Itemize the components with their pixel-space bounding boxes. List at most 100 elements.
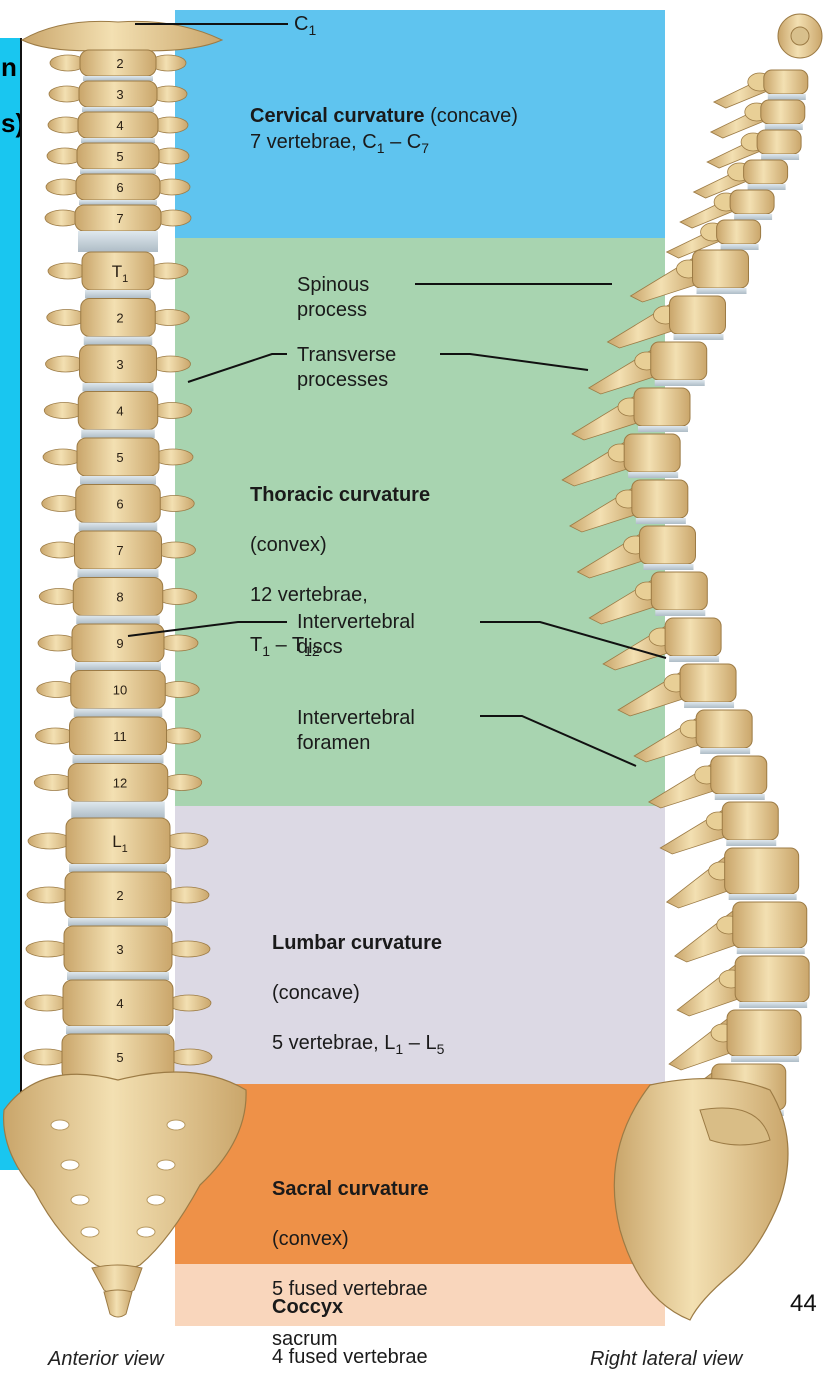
thoracic-vertebra: 12 xyxy=(33,763,203,818)
intervertebral-disc xyxy=(79,200,157,205)
disc-leader-right xyxy=(480,621,667,659)
thoracic-vertebra: 2 xyxy=(46,298,190,345)
vertebra-number: 3 xyxy=(116,357,123,372)
sacral-foramen xyxy=(70,1194,90,1206)
vertebra-number: 4 xyxy=(116,118,123,133)
transverse-process xyxy=(167,1048,213,1066)
lateral-vertebra xyxy=(569,479,689,533)
intervertebral-disc xyxy=(80,476,156,485)
intervertebral-disc xyxy=(83,336,153,345)
lateral-body xyxy=(763,69,809,95)
vertebra-number: 9 xyxy=(116,636,123,651)
vertebra-number-sub: 1 xyxy=(122,273,128,285)
thoracic-vertebra: 6 xyxy=(41,484,195,531)
transverse-process xyxy=(26,886,72,904)
lateral-disc xyxy=(767,94,806,100)
lateral-vertebra xyxy=(561,433,681,487)
lateral-body xyxy=(633,387,691,427)
lateral-body xyxy=(650,341,708,381)
lateral-body xyxy=(669,295,726,335)
sacral-foramen xyxy=(60,1159,80,1171)
lateral-vertebra xyxy=(692,159,789,199)
sacral-label: Sacral curvature (convex) 5 fused verteb… xyxy=(272,1178,429,1350)
vertebra-number: 3 xyxy=(116,942,123,957)
lateral-disc xyxy=(635,518,686,524)
thoracic-vertebra: T1 xyxy=(47,251,189,299)
lateral-body xyxy=(724,847,800,895)
cervical-vertebra: 7 xyxy=(44,204,192,252)
lateral-vertebra xyxy=(665,847,800,909)
lateral-disc xyxy=(747,184,786,190)
intervertebral-disc xyxy=(71,801,165,818)
lateral-disc xyxy=(739,1002,808,1008)
lateral-spine xyxy=(561,13,823,1321)
transverse-process xyxy=(27,832,73,850)
intervertebral-disc xyxy=(77,569,159,578)
vertebra-number: 6 xyxy=(116,180,123,195)
vertebra-number: 5 xyxy=(116,1050,123,1065)
lateral-disc xyxy=(731,1056,800,1062)
thoracic-vertebra: 7 xyxy=(40,530,196,578)
vertebra-number: 10 xyxy=(113,683,127,698)
lateral-body xyxy=(631,479,689,519)
transverse-leader-left xyxy=(187,353,287,383)
vertebra-number: 2 xyxy=(116,311,123,326)
thoracic-vertebra: 11 xyxy=(35,716,201,764)
sacrum xyxy=(2,1071,247,1271)
transverse-leader-right xyxy=(440,353,589,371)
transverse-process xyxy=(165,940,211,958)
lateral-body xyxy=(732,901,808,949)
lateral-body xyxy=(639,525,696,565)
transverse-process xyxy=(163,832,209,850)
lateral-body xyxy=(710,755,768,795)
lateral-body xyxy=(623,433,681,473)
lateral-body xyxy=(743,159,789,185)
transverse-process xyxy=(25,940,71,958)
lateral-body xyxy=(721,801,779,841)
cervical-vertebra: 5 xyxy=(46,142,190,174)
foramen-leader xyxy=(480,715,637,767)
cervical-vertebra: 6 xyxy=(45,173,191,205)
lateral-vertebra xyxy=(679,189,775,229)
vertebra-number: 4 xyxy=(116,996,123,1011)
thoracic-label: Thoracic curvature (convex) 12 vertebrae… xyxy=(250,484,431,659)
lateral-vertebra xyxy=(588,571,708,625)
cervical-label: Cervical curvature (concave) xyxy=(250,105,518,127)
sacral-foramen xyxy=(136,1226,156,1238)
anterior-view-caption: Anterior view xyxy=(48,1348,164,1370)
lateral-disc xyxy=(764,124,803,130)
thoracic-vertebra: 5 xyxy=(42,437,194,485)
lateral-body xyxy=(734,955,810,1003)
lateral-disc xyxy=(728,894,797,900)
c1-label: C1 xyxy=(294,13,317,38)
lateral-disc xyxy=(655,610,706,616)
lateral-vertebra xyxy=(709,99,806,139)
lumbar-vertebra: 2 xyxy=(26,871,210,926)
disc-leader-left xyxy=(127,621,287,637)
sacral-foramen xyxy=(146,1194,166,1206)
vertebra-number: 5 xyxy=(116,450,123,465)
lateral-disc xyxy=(643,564,694,570)
lateral-vertebra xyxy=(576,525,696,579)
fragment-text-2: s) xyxy=(1,108,22,138)
leader-lines xyxy=(127,23,667,767)
sacral-foramen xyxy=(156,1159,176,1171)
lateral-body xyxy=(695,709,753,749)
lateral-vertebra xyxy=(659,801,779,855)
lateral-disc xyxy=(673,334,724,340)
lateral-vertebra xyxy=(665,219,762,259)
lateral-body xyxy=(679,663,737,703)
vertebra-number: 2 xyxy=(116,56,123,71)
intervertebral-disc xyxy=(66,1026,170,1034)
vertebra-number: 3 xyxy=(116,87,123,102)
lateral-disc xyxy=(638,426,688,432)
lateral-disc xyxy=(761,154,800,160)
vertebra-number: 6 xyxy=(116,497,123,512)
lateral-body xyxy=(729,189,775,215)
vertebra-number: 8 xyxy=(116,590,123,605)
sacral-foramen xyxy=(80,1226,100,1238)
slide-fragment: n s) xyxy=(0,38,22,1170)
